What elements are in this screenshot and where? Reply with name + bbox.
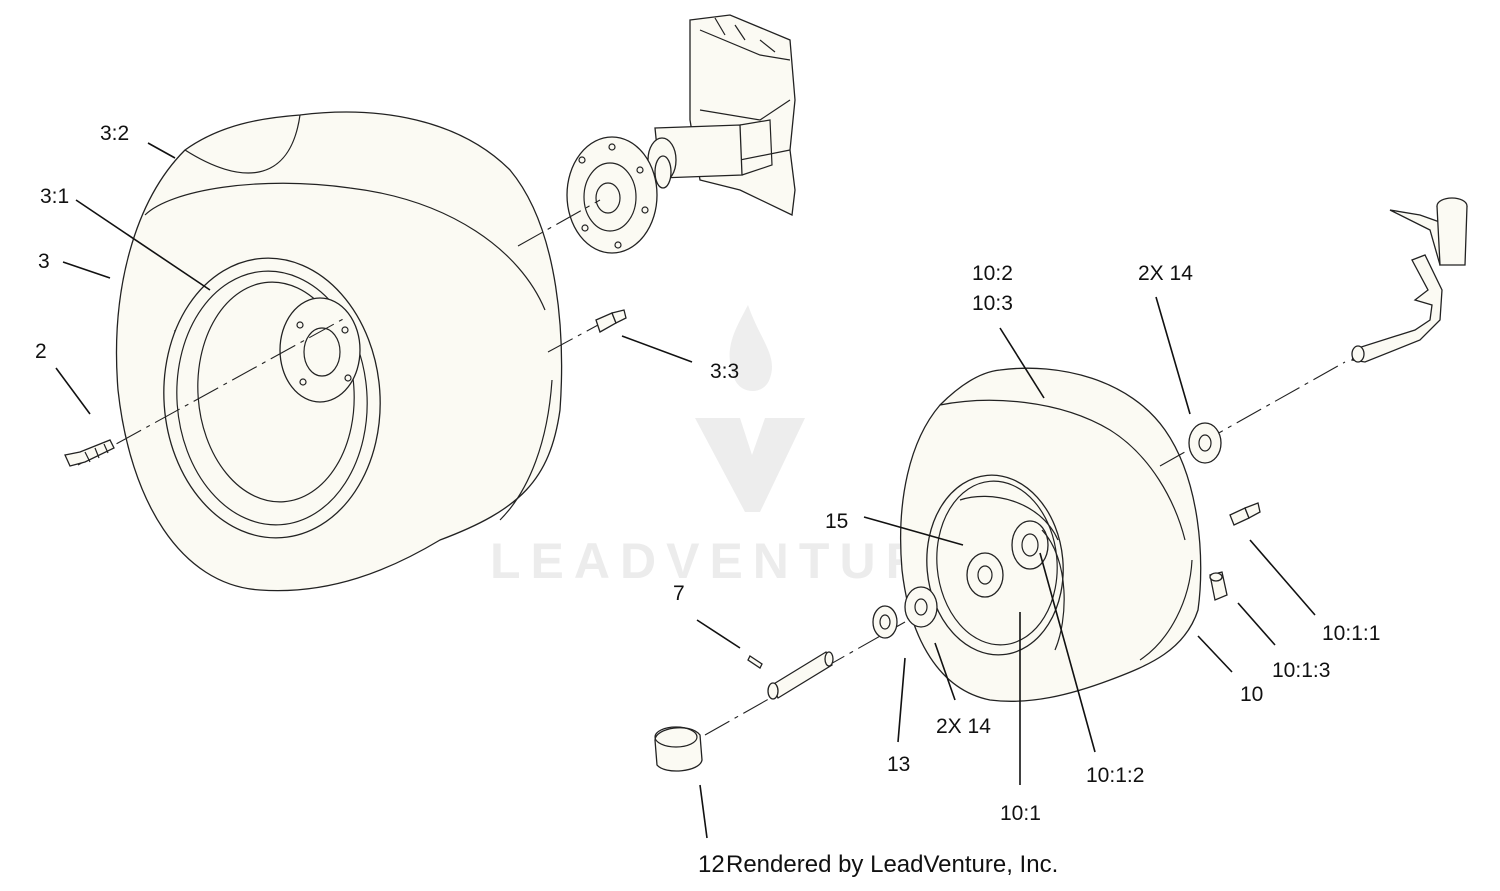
callout-labels: 3:2 3:1 3 2 3:3 10:2 10:3 2X 14 15 7 10:… <box>35 122 1380 825</box>
hub-flange <box>566 136 672 254</box>
watermark-brand: LEADVENTURE <box>490 533 975 589</box>
spacer-washer-14-top <box>1188 422 1222 464</box>
callout-10-1: 10:1 <box>1000 802 1041 825</box>
leader-lines <box>55 142 1316 839</box>
left-wheel-assembly <box>115 111 563 592</box>
callout-10: 10 <box>1240 683 1263 706</box>
callout-10-3: 10:3 <box>972 292 1013 315</box>
callout-12: 12 <box>698 851 725 878</box>
callout-3-2: 3:2 <box>100 122 129 145</box>
watermark-flame-icon <box>729 305 772 392</box>
callout-3-1: 3:1 <box>40 185 69 208</box>
caster-fork <box>1351 197 1468 363</box>
watermark: LEADVENTURE <box>490 305 975 589</box>
callout-15: 15 <box>825 510 848 533</box>
rendered-by-credit: Rendered by LeadVenture, Inc. <box>726 851 1058 878</box>
left-hub-face <box>279 297 361 403</box>
callout-3-3: 3:3 <box>710 360 739 383</box>
callout-2x14-top: 2X 14 <box>1138 262 1193 285</box>
callout-2x14-bottom: 2X 14 <box>936 715 991 738</box>
spacer-washer-14-bottom <box>904 586 938 628</box>
valve-stem-10-1-1 <box>1229 502 1261 526</box>
washer-13 <box>872 605 898 639</box>
callout-3: 3 <box>38 250 50 273</box>
axle-frame <box>647 14 796 216</box>
watermark-v-icon <box>695 418 805 512</box>
callout-10-1-2: 10:1:2 <box>1086 764 1144 787</box>
cap-12 <box>654 726 703 772</box>
cotter-pin-7 <box>747 655 763 669</box>
credit-line: 12 Rendered by LeadVenture, Inc. <box>698 851 1058 878</box>
callout-2: 2 <box>35 340 47 363</box>
callout-10-1-1: 10:1:1 <box>1322 622 1380 645</box>
right-caster-wheel <box>899 367 1202 702</box>
callout-10-1-3: 10:1:3 <box>1272 659 1330 682</box>
left-valve-stem <box>595 309 627 333</box>
bearing-15 <box>966 552 1004 598</box>
grease-fitting-10-1-3 <box>1209 571 1228 601</box>
wheel-bolt <box>64 439 115 467</box>
callout-7: 7 <box>673 582 685 605</box>
callout-13: 13 <box>887 753 910 776</box>
callout-10-2: 10:2 <box>972 262 1013 285</box>
axle-tube <box>767 651 834 700</box>
